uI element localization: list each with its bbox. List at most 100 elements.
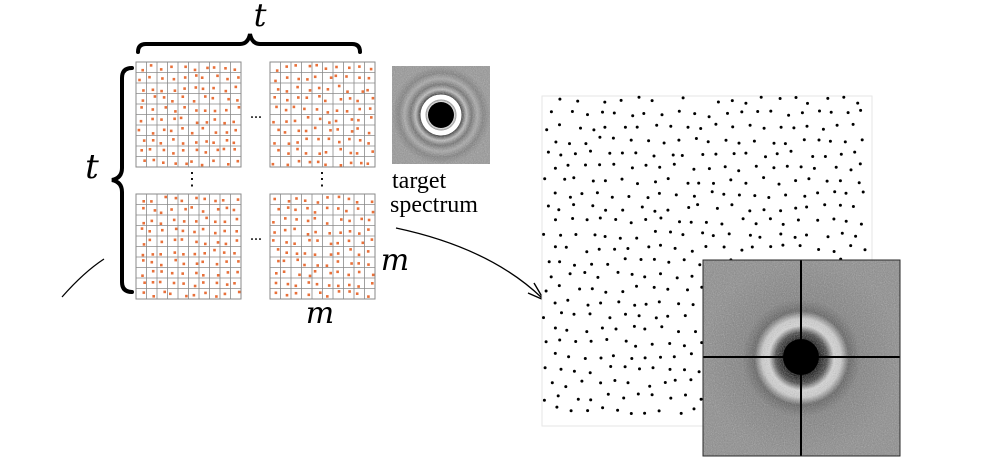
sample-dot — [346, 90, 349, 93]
point — [762, 176, 766, 180]
sample-dot — [163, 290, 166, 294]
point — [644, 218, 648, 221]
sample-dot — [285, 241, 288, 244]
point — [794, 206, 798, 210]
point — [666, 177, 670, 181]
sample-dot — [349, 151, 353, 155]
sample-dot — [316, 239, 319, 242]
sample-dot — [160, 89, 163, 93]
sample-dot — [180, 238, 184, 241]
point — [707, 167, 711, 171]
sample-dot — [285, 120, 288, 123]
point — [586, 409, 590, 413]
point — [668, 342, 672, 345]
sample-dot — [371, 282, 374, 285]
sample-dot — [371, 210, 375, 214]
point — [750, 245, 754, 249]
sample-dot — [358, 107, 361, 111]
point — [802, 138, 806, 142]
sample-dot — [214, 231, 217, 235]
point — [666, 208, 670, 212]
point — [558, 97, 562, 101]
sample-dot — [355, 292, 359, 295]
point — [812, 166, 816, 170]
sample-dot — [329, 242, 333, 246]
point — [853, 150, 857, 154]
sample-dot — [274, 291, 278, 295]
point — [689, 378, 693, 382]
point — [660, 325, 664, 329]
sample-dot — [204, 242, 207, 246]
sample-dot — [366, 88, 369, 92]
point — [574, 340, 578, 343]
sample-dot — [272, 120, 275, 124]
point — [603, 125, 607, 129]
point — [568, 195, 572, 199]
point — [643, 411, 647, 415]
sample-dot — [203, 197, 206, 201]
point — [659, 355, 662, 359]
sample-dot — [183, 87, 186, 90]
point — [854, 234, 858, 238]
sample-dot — [335, 65, 338, 69]
sample-dot — [273, 197, 276, 201]
sample-tile — [269, 61, 376, 168]
point — [826, 96, 830, 100]
point — [544, 289, 548, 293]
point — [639, 258, 643, 261]
point — [648, 384, 652, 388]
point — [698, 263, 702, 267]
sample-dot — [294, 284, 298, 288]
sample-dot — [212, 141, 215, 144]
label-m-bottom: m — [306, 296, 334, 331]
sample-dot — [358, 65, 361, 68]
sample-dot — [357, 253, 361, 257]
point — [623, 257, 627, 261]
sample-dot — [214, 220, 217, 224]
sample-dot — [367, 263, 370, 266]
sample-dot — [307, 293, 311, 297]
sample-dot — [148, 148, 152, 151]
sample-dot — [204, 291, 207, 295]
point — [835, 123, 839, 127]
result-point-set — [542, 95, 867, 415]
point — [674, 193, 678, 197]
point — [793, 235, 797, 239]
point — [720, 222, 724, 226]
point — [722, 245, 726, 249]
point — [859, 108, 863, 112]
sample-dot — [195, 121, 199, 125]
point — [686, 288, 689, 292]
sample-dot — [159, 253, 162, 256]
point — [654, 316, 658, 320]
sample-dot — [142, 291, 146, 294]
sample-dot — [236, 159, 240, 163]
sample-dot — [183, 106, 186, 109]
point — [638, 367, 641, 371]
point — [558, 338, 562, 342]
point — [595, 191, 599, 195]
sample-dot — [202, 274, 205, 277]
point — [794, 179, 798, 183]
sample-dot — [337, 284, 340, 288]
sample-dot — [292, 105, 296, 109]
point — [543, 366, 547, 370]
sample-dot — [216, 148, 220, 152]
sample-dot — [203, 252, 206, 255]
sample-dot — [232, 208, 236, 212]
sample-dot — [212, 86, 215, 90]
sample-dot — [216, 74, 219, 78]
sample-dot — [303, 252, 307, 255]
point — [590, 262, 594, 266]
point — [753, 194, 757, 198]
sample-dot — [327, 137, 331, 141]
label-t-top: t — [254, 0, 267, 34]
point — [586, 303, 590, 307]
point — [823, 203, 827, 207]
point — [553, 326, 557, 330]
sample-dot — [223, 121, 226, 125]
point — [610, 195, 614, 199]
sample-dot — [151, 108, 155, 111]
sample-dot — [356, 207, 360, 210]
sample-dot — [143, 281, 146, 284]
